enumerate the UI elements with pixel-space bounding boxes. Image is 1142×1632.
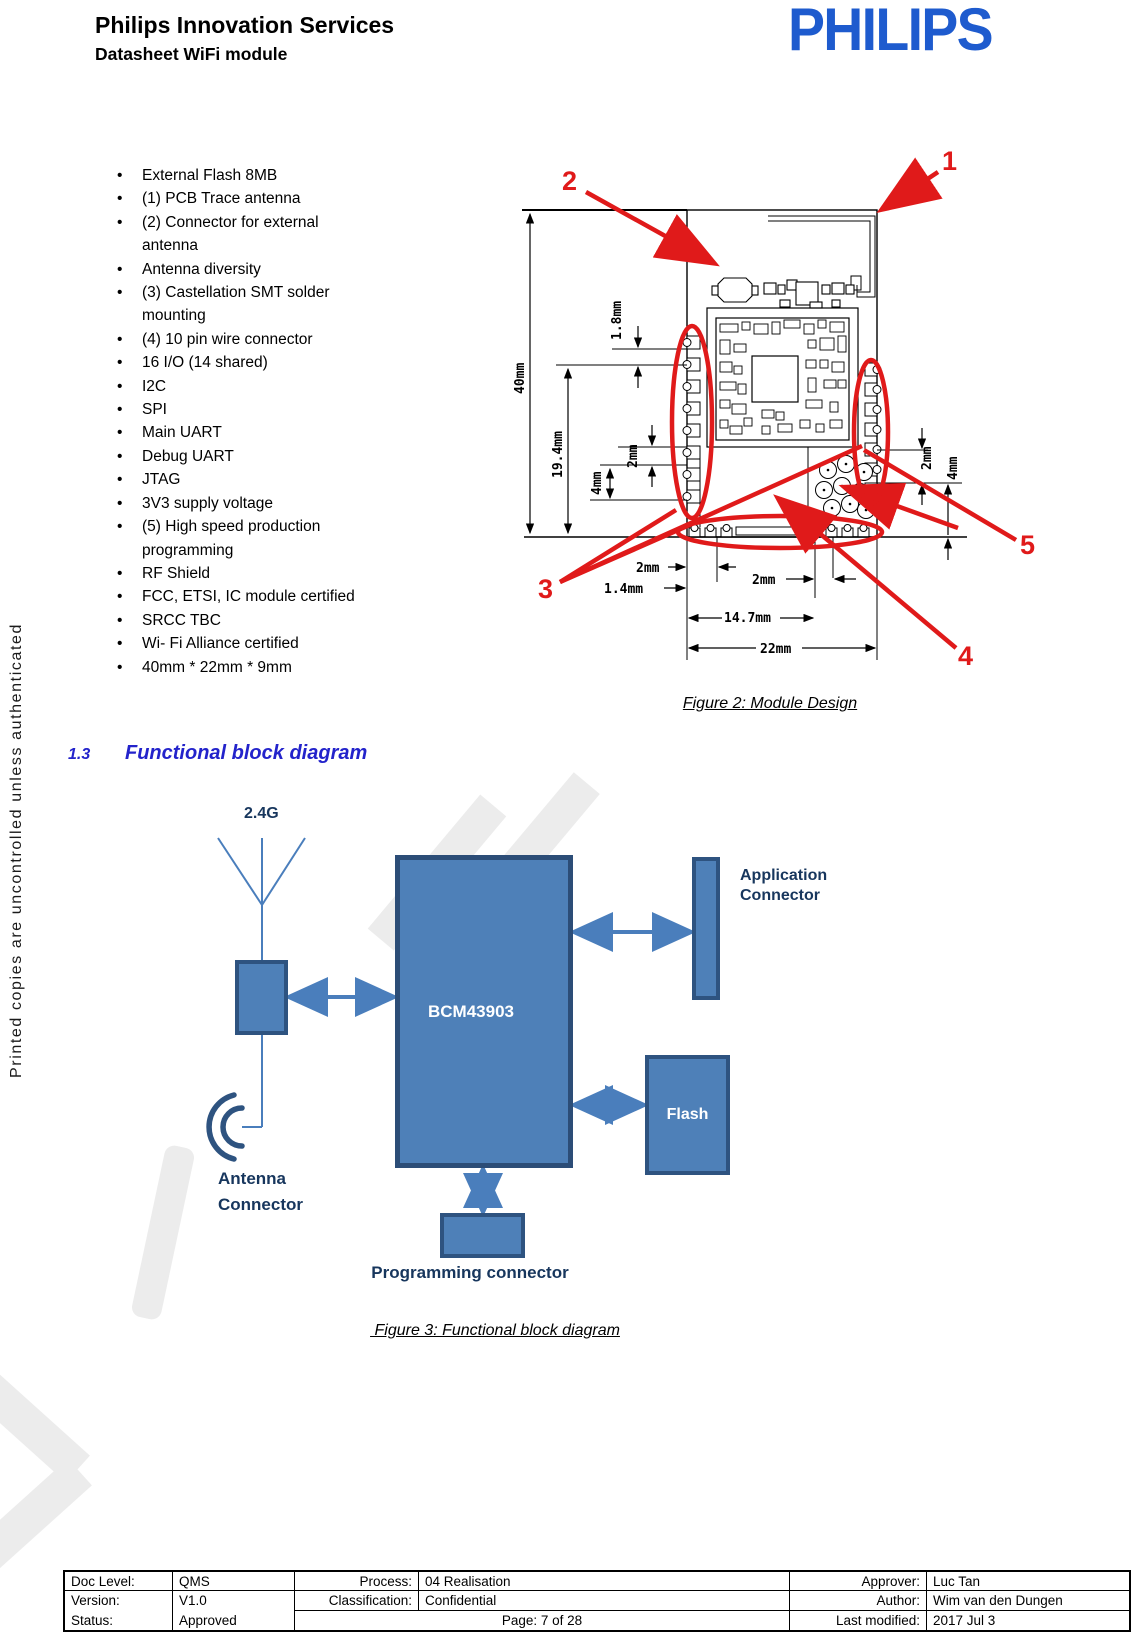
last-modified-label: Last modified: bbox=[790, 1611, 927, 1630]
status-label: Status: bbox=[65, 1611, 173, 1630]
classification-label: Classification: bbox=[295, 1591, 419, 1611]
philips-logo: PHILIPS bbox=[788, 0, 994, 64]
feature-item: (1) PCB Trace antenna bbox=[95, 187, 445, 211]
author-label: Author: bbox=[790, 1591, 927, 1611]
approver-value: Luc Tan bbox=[927, 1572, 1129, 1591]
feature-item: I2C bbox=[95, 375, 445, 399]
version-label: Version: bbox=[65, 1591, 173, 1611]
watermark-shape bbox=[0, 1358, 90, 1483]
feature-item: External Flash 8MB bbox=[95, 164, 445, 188]
smd-components bbox=[719, 319, 847, 435]
dim-22mm: 22mm bbox=[760, 642, 791, 657]
dim-4mm-left: 4mm bbox=[590, 471, 605, 495]
figure3-caption: Figure 3: Functional block diagram bbox=[370, 1322, 620, 1339]
uncontrolled-copy-note: Printed copies are uncontrolled unless a… bbox=[8, 623, 25, 1078]
programming-connector-box bbox=[440, 1213, 525, 1258]
feature-list: External Flash 8MB (1) PCB Trace antenna… bbox=[95, 164, 445, 679]
classification-value: Confidential bbox=[419, 1591, 790, 1611]
feature-item: (3) Castellation SMT solder mounting bbox=[95, 281, 445, 328]
figure2-caption: Figure 2: Module Design bbox=[682, 695, 858, 712]
feature-item: Wi- Fi Alliance certified bbox=[95, 632, 445, 656]
dim-2mm-bottom2: 2mm bbox=[752, 573, 776, 588]
application-connector-label: Application Connector bbox=[740, 867, 828, 904]
feature-item: Debug UART bbox=[95, 445, 445, 469]
callout-2: 2 bbox=[562, 166, 577, 196]
antenna-feed-box bbox=[235, 960, 288, 1035]
dim-2mm-left: 2mm bbox=[626, 444, 641, 468]
castellation-pads-left bbox=[682, 335, 701, 504]
dim-2mm-right: 2mm bbox=[920, 446, 935, 470]
watermark-shape bbox=[0, 1458, 92, 1583]
dim-19-4mm: 19.4mm bbox=[551, 431, 566, 478]
doc-subtitle: Datasheet WiFi module bbox=[95, 44, 288, 64]
feature-item: 40mm * 22mm * 9mm bbox=[95, 656, 445, 680]
flash-label: Flash bbox=[666, 1106, 709, 1123]
pcb-trace-antenna bbox=[768, 215, 876, 298]
dim-1-4mm: 1.4mm bbox=[604, 582, 643, 597]
bcm43903-box: BCM43903 bbox=[395, 855, 573, 1168]
flash-box: Flash bbox=[645, 1055, 730, 1175]
approver-label: Approver: bbox=[790, 1572, 927, 1591]
page-number: Page: 7 of 28 bbox=[295, 1611, 790, 1630]
extension-lines bbox=[522, 209, 967, 660]
dim-2mm-bottom1: 2mm bbox=[636, 561, 660, 576]
last-modified-value: 2017 Jul 3 bbox=[933, 1613, 996, 1628]
feature-item: Main UART bbox=[95, 421, 445, 445]
doc-level-value: QMS bbox=[173, 1572, 295, 1591]
block-diagram-connections bbox=[206, 837, 696, 1217]
feature-item: (4) 10 pin wire connector bbox=[95, 328, 445, 352]
bus-arrows bbox=[284, 912, 696, 1217]
feature-item: (2) Connector for external antenna bbox=[95, 211, 445, 258]
callout-3: 3 bbox=[538, 574, 553, 604]
process-label: Process: bbox=[295, 1572, 419, 1591]
feature-item: SRCC TBC bbox=[95, 609, 445, 633]
antenna-icon bbox=[217, 837, 306, 1128]
bottom-pads bbox=[688, 524, 870, 538]
bcm43903-label: BCM43903 bbox=[428, 1001, 514, 1021]
application-connector-box bbox=[692, 857, 720, 1000]
antenna-connector-label: Antenna Connector bbox=[218, 1169, 303, 1214]
feature-item: 3V3 supply voltage bbox=[95, 492, 445, 516]
module-design-drawing: 40mm 19.4mm 1.8mm 2mm 4mm 2mm 4mm 2mm 1.… bbox=[513, 146, 1035, 671]
feature-item: SPI bbox=[95, 398, 445, 422]
antenna-connector-icon bbox=[206, 1092, 245, 1162]
process-value: 04 Realisation bbox=[419, 1572, 790, 1591]
red-annotations bbox=[558, 157, 1018, 650]
doc-title: Philips Innovation Services bbox=[95, 12, 395, 38]
feature-item: FCC, ETSI, IC module certified bbox=[95, 585, 445, 609]
dim-4mm-right: 4mm bbox=[946, 456, 961, 480]
feature-item: JTAG bbox=[95, 468, 445, 492]
dim-40mm: 40mm bbox=[513, 363, 528, 394]
feature-item: RF Shield bbox=[95, 562, 445, 586]
callout-4: 4 bbox=[958, 641, 973, 671]
feature-item: (5) High speed production programming bbox=[95, 515, 445, 562]
section-heading: 1.3 Functional block diagram bbox=[68, 742, 367, 765]
dim-1-8mm: 1.8mm bbox=[610, 301, 625, 340]
section-number: 1.3 bbox=[68, 746, 91, 763]
external-antenna-connector bbox=[711, 277, 855, 309]
version-value: V1.0 bbox=[173, 1591, 295, 1611]
dim-14-7mm: 14.7mm bbox=[724, 611, 771, 626]
antenna-band-label: 2.4G bbox=[244, 805, 279, 822]
status-value: Approved bbox=[173, 1611, 295, 1630]
callout-1: 1 bbox=[942, 146, 957, 176]
red-callout-numbers: 1 2 3 4 5 bbox=[538, 146, 1035, 671]
doc-level-label: Doc Level: bbox=[65, 1572, 173, 1591]
feature-item: Antenna diversity bbox=[95, 258, 445, 282]
section-title: Functional block diagram bbox=[125, 742, 368, 764]
dimension-labels: 40mm 19.4mm 1.8mm 2mm 4mm 2mm 4mm 2mm 1.… bbox=[513, 301, 961, 657]
feature-item: 16 I/O (14 shared) bbox=[95, 351, 445, 375]
author-value: Wim van den Dungen bbox=[927, 1591, 1129, 1611]
callout-5: 5 bbox=[1020, 530, 1035, 560]
footer-table: Doc Level: QMS Process: 04 Realisation A… bbox=[63, 1570, 1131, 1632]
programming-connector-label: Programming connector bbox=[371, 1263, 569, 1282]
